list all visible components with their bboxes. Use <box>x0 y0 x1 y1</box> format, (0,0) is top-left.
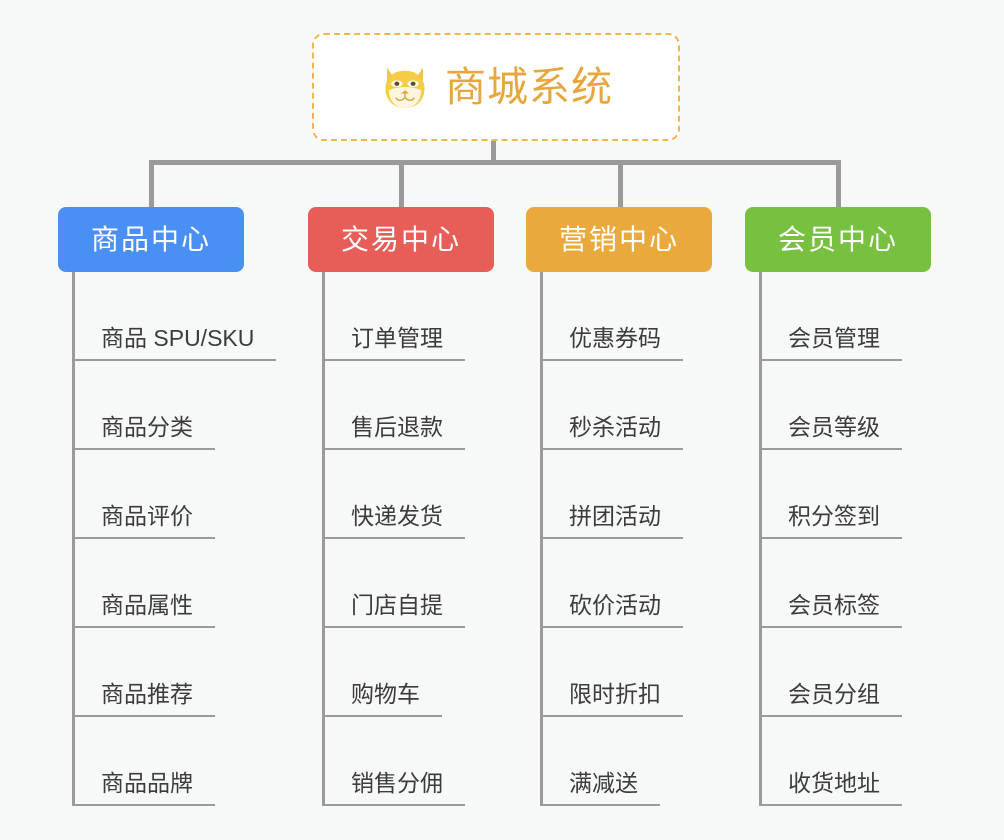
branch-column-4: 会员中心 会员管理 会员等级 积分签到 会员标签 会员分组 收货地址 <box>745 207 974 806</box>
leaf-item[interactable]: 快递发货 <box>325 450 537 539</box>
branch-body-4: 会员管理 会员等级 积分签到 会员标签 会员分组 收货地址 <box>759 272 974 806</box>
leaf-item[interactable]: 商品属性 <box>75 539 287 628</box>
branch-body-3: 优惠券码 秒杀活动 拼团活动 砍价活动 限时折扣 满减送 <box>540 272 755 806</box>
leaf-label: 销售分佣 <box>325 772 465 806</box>
leaf-item[interactable]: 会员分组 <box>762 628 974 717</box>
leaf-item[interactable]: 会员管理 <box>762 272 974 361</box>
leaf-item[interactable]: 优惠券码 <box>543 272 755 361</box>
connector-horizontal-bus <box>149 160 841 165</box>
root-node[interactable]: 商城系统 <box>312 33 680 141</box>
leaf-label: 会员标签 <box>762 594 902 628</box>
branch-head-label-3: 营销中心 <box>558 223 679 255</box>
branch-column-2: 交易中心 订单管理 售后退款 快递发货 门店自提 购物车 销售分佣 <box>308 207 537 806</box>
leaf-label: 满减送 <box>543 772 660 806</box>
leaf-item[interactable]: 商品评价 <box>75 450 287 539</box>
branch-body-1: 商品 SPU/SKU 商品分类 商品评价 商品属性 商品推荐 商品品牌 <box>72 272 287 806</box>
connector-drop-3 <box>618 160 623 209</box>
connector-drop-2 <box>399 160 404 209</box>
branch-column-1: 商品中心 商品 SPU/SKU 商品分类 商品评价 商品属性 商品推荐 商品品牌 <box>58 207 287 806</box>
leaf-item[interactable]: 商品品牌 <box>75 717 287 806</box>
leaf-item[interactable]: 购物车 <box>325 628 537 717</box>
leaf-label: 商品推荐 <box>75 683 215 717</box>
leaf-item[interactable]: 积分签到 <box>762 450 974 539</box>
leaf-label: 商品属性 <box>75 594 215 628</box>
leaf-item[interactable]: 秒杀活动 <box>543 361 755 450</box>
leaf-label: 商品分类 <box>75 416 215 450</box>
leaf-item[interactable]: 砍价活动 <box>543 539 755 628</box>
leaf-label: 优惠券码 <box>543 327 683 361</box>
leaf-item[interactable]: 满减送 <box>543 717 755 806</box>
branch-head-label-1: 商品中心 <box>90 223 211 255</box>
leaf-label: 商品品牌 <box>75 772 215 806</box>
branch-head-label-2: 交易中心 <box>340 223 461 255</box>
leaf-item[interactable]: 限时折扣 <box>543 628 755 717</box>
leaf-item[interactable]: 门店自提 <box>325 539 537 628</box>
leaf-label: 订单管理 <box>325 327 465 361</box>
leaf-item[interactable]: 商品 SPU/SKU <box>75 272 287 361</box>
leaf-label: 拼团活动 <box>543 505 683 539</box>
branch-head-2[interactable]: 交易中心 <box>308 207 494 272</box>
branch-head-3[interactable]: 营销中心 <box>526 207 712 272</box>
leaf-label: 商品评价 <box>75 505 215 539</box>
connector-drop-4 <box>836 160 841 209</box>
branch-head-1[interactable]: 商品中心 <box>58 207 244 272</box>
leaf-label: 会员分组 <box>762 683 902 717</box>
leaf-item[interactable]: 商品分类 <box>75 361 287 450</box>
branch-head-label-4: 会员中心 <box>777 223 898 255</box>
branch-column-3: 营销中心 优惠券码 秒杀活动 拼团活动 砍价活动 限时折扣 满减送 <box>526 207 755 806</box>
leaf-label: 购物车 <box>325 683 442 717</box>
leaf-label: 商品 SPU/SKU <box>75 327 277 361</box>
leaf-item[interactable]: 售后退款 <box>325 361 537 450</box>
leaf-item[interactable]: 订单管理 <box>325 272 537 361</box>
leaf-label: 会员等级 <box>762 416 902 450</box>
leaf-label: 收货地址 <box>762 772 902 806</box>
branch-head-4[interactable]: 会员中心 <box>745 207 931 272</box>
shiba-dog-face-icon <box>385 67 425 109</box>
leaf-item[interactable]: 会员标签 <box>762 539 974 628</box>
leaf-label: 门店自提 <box>325 594 465 628</box>
leaf-label: 会员管理 <box>762 327 902 361</box>
connector-drop-1 <box>149 160 154 209</box>
leaf-label: 秒杀活动 <box>543 416 683 450</box>
leaf-item[interactable]: 商品推荐 <box>75 628 287 717</box>
leaf-label: 限时折扣 <box>543 683 683 717</box>
leaf-label: 积分签到 <box>762 505 902 539</box>
leaf-label: 售后退款 <box>325 416 465 450</box>
root-title: 商城系统 <box>445 63 613 110</box>
leaf-item[interactable]: 销售分佣 <box>325 717 537 806</box>
leaf-item[interactable]: 拼团活动 <box>543 450 755 539</box>
branch-body-2: 订单管理 售后退款 快递发货 门店自提 购物车 销售分佣 <box>322 272 537 806</box>
leaf-item[interactable]: 会员等级 <box>762 361 974 450</box>
leaf-item[interactable]: 收货地址 <box>762 717 974 806</box>
connector-root-stem <box>491 141 496 164</box>
leaf-label: 快递发货 <box>325 505 465 539</box>
leaf-label: 砍价活动 <box>543 594 683 628</box>
